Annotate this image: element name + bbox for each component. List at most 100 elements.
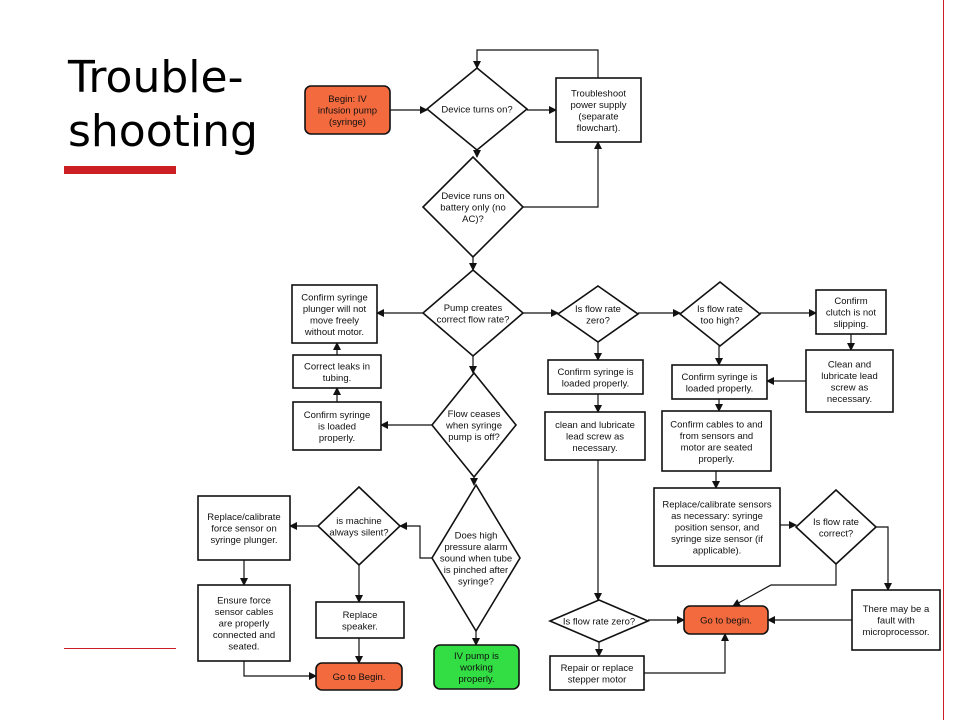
node-label-line: IV pump is bbox=[454, 651, 499, 662]
decision-diamond bbox=[316, 485, 402, 567]
node-label-line: There may be a bbox=[863, 604, 930, 615]
node-label-line: clean and lubricate bbox=[555, 420, 635, 431]
process-box bbox=[549, 655, 645, 691]
node-label-line: syringe? bbox=[458, 577, 494, 588]
decision-diamond bbox=[425, 66, 529, 152]
node-label-line: stepper motor bbox=[568, 674, 627, 685]
node-label-line: microprocessor. bbox=[862, 627, 929, 638]
node-label-line: Confirm syringe is bbox=[557, 367, 633, 378]
node-label-line: (separate bbox=[578, 111, 618, 122]
node-label-line: Is flow rate bbox=[697, 304, 743, 315]
connector-arrow bbox=[243, 661, 317, 680]
process-box bbox=[805, 349, 894, 413]
title-line-2: shooting bbox=[68, 106, 258, 157]
decision-diamond bbox=[678, 280, 762, 348]
node-label-line: loaded properly. bbox=[562, 378, 629, 389]
node-label-line: necessary. bbox=[572, 443, 617, 454]
node-label-line: battery only (no bbox=[440, 203, 505, 214]
node-label-line: pressure alarm bbox=[444, 542, 507, 553]
node-label-line: connected and bbox=[213, 630, 275, 641]
node-label-line: syringe size sensor (if bbox=[671, 534, 763, 545]
node-label-line: working bbox=[459, 663, 493, 674]
node-label-line: Clean and bbox=[828, 359, 871, 370]
node-label-line: Pump creates bbox=[444, 303, 503, 314]
node-label-line: Replace/calibrate bbox=[207, 512, 280, 523]
node-label-line: Go to begin. bbox=[700, 616, 752, 627]
node-label-line: always silent? bbox=[329, 527, 388, 538]
terminal-box bbox=[304, 85, 391, 135]
right-edge-rule bbox=[943, 0, 944, 720]
decision-diamond bbox=[547, 599, 651, 643]
process-box bbox=[555, 77, 642, 143]
node-label-line: Device turns on? bbox=[441, 105, 512, 116]
connector-arrow bbox=[523, 141, 602, 208]
flowchart-connectors bbox=[240, 49, 892, 680]
connector-arrow bbox=[473, 49, 599, 78]
node-label-line: pump is off? bbox=[448, 432, 500, 443]
node-label-line: seated. bbox=[228, 642, 259, 653]
node-label-line: is machine bbox=[336, 516, 381, 527]
node-label-line: as necessary: syringe bbox=[671, 511, 763, 522]
node-label-line: force sensor on bbox=[211, 524, 276, 535]
node-label-line: Confirm syringe bbox=[304, 410, 371, 421]
node-label-line: motor are seated bbox=[681, 442, 753, 453]
node-label-line: properly. bbox=[698, 454, 734, 465]
node-label-line: Is flow rate zero? bbox=[563, 617, 635, 628]
node-label-line: Confirm syringe bbox=[301, 292, 368, 303]
process-box bbox=[292, 354, 382, 389]
node-label-line: from sensors and bbox=[680, 431, 753, 442]
node-label-line: screw as bbox=[831, 382, 869, 393]
node-label-line: Begin: IV bbox=[328, 94, 367, 105]
process-box bbox=[661, 410, 772, 472]
node-label-line: when syringe bbox=[445, 421, 502, 432]
process-box bbox=[315, 601, 405, 639]
node-label-line: clutch is not bbox=[826, 308, 877, 319]
process-box bbox=[815, 289, 887, 335]
node-label-line: Is flow rate bbox=[575, 304, 621, 315]
node-label-line: Correct leaks in bbox=[304, 361, 370, 372]
node-goto-begin-a: Go to begin. bbox=[683, 605, 769, 635]
node-label-line: Replace/calibrate sensors bbox=[662, 500, 772, 511]
decision-diamond bbox=[421, 155, 525, 259]
process-box bbox=[851, 589, 941, 651]
decision-diamond bbox=[556, 285, 640, 343]
node-label-line: Device runs on bbox=[441, 191, 504, 202]
node-label-line: speaker. bbox=[342, 621, 378, 632]
process-box bbox=[197, 584, 291, 662]
node-label-line: properly. bbox=[319, 433, 355, 444]
node-label-line: power supply bbox=[571, 100, 627, 111]
decision-diamond bbox=[431, 483, 521, 633]
process-box bbox=[671, 364, 768, 400]
terminal-box bbox=[683, 605, 769, 635]
node-goto-begin-b: Go to Begin. bbox=[315, 662, 403, 691]
node-label-line: Repair or replace bbox=[561, 663, 634, 674]
node-label-line: is loaded bbox=[318, 422, 356, 433]
node-label-line: is pinched after bbox=[444, 565, 508, 576]
node-label-line: Flow ceases bbox=[448, 409, 501, 420]
node-label-line: lead screw as bbox=[566, 432, 624, 443]
node-label-line: (syringe) bbox=[329, 117, 366, 128]
node-label-line: zero? bbox=[586, 315, 610, 326]
terminal-box bbox=[315, 662, 403, 691]
node-label-line: correct? bbox=[819, 528, 853, 539]
node-label-line: Replace bbox=[343, 610, 378, 621]
node-label-line: Ensure force bbox=[217, 596, 271, 607]
node-label-line: AC)? bbox=[462, 214, 484, 225]
